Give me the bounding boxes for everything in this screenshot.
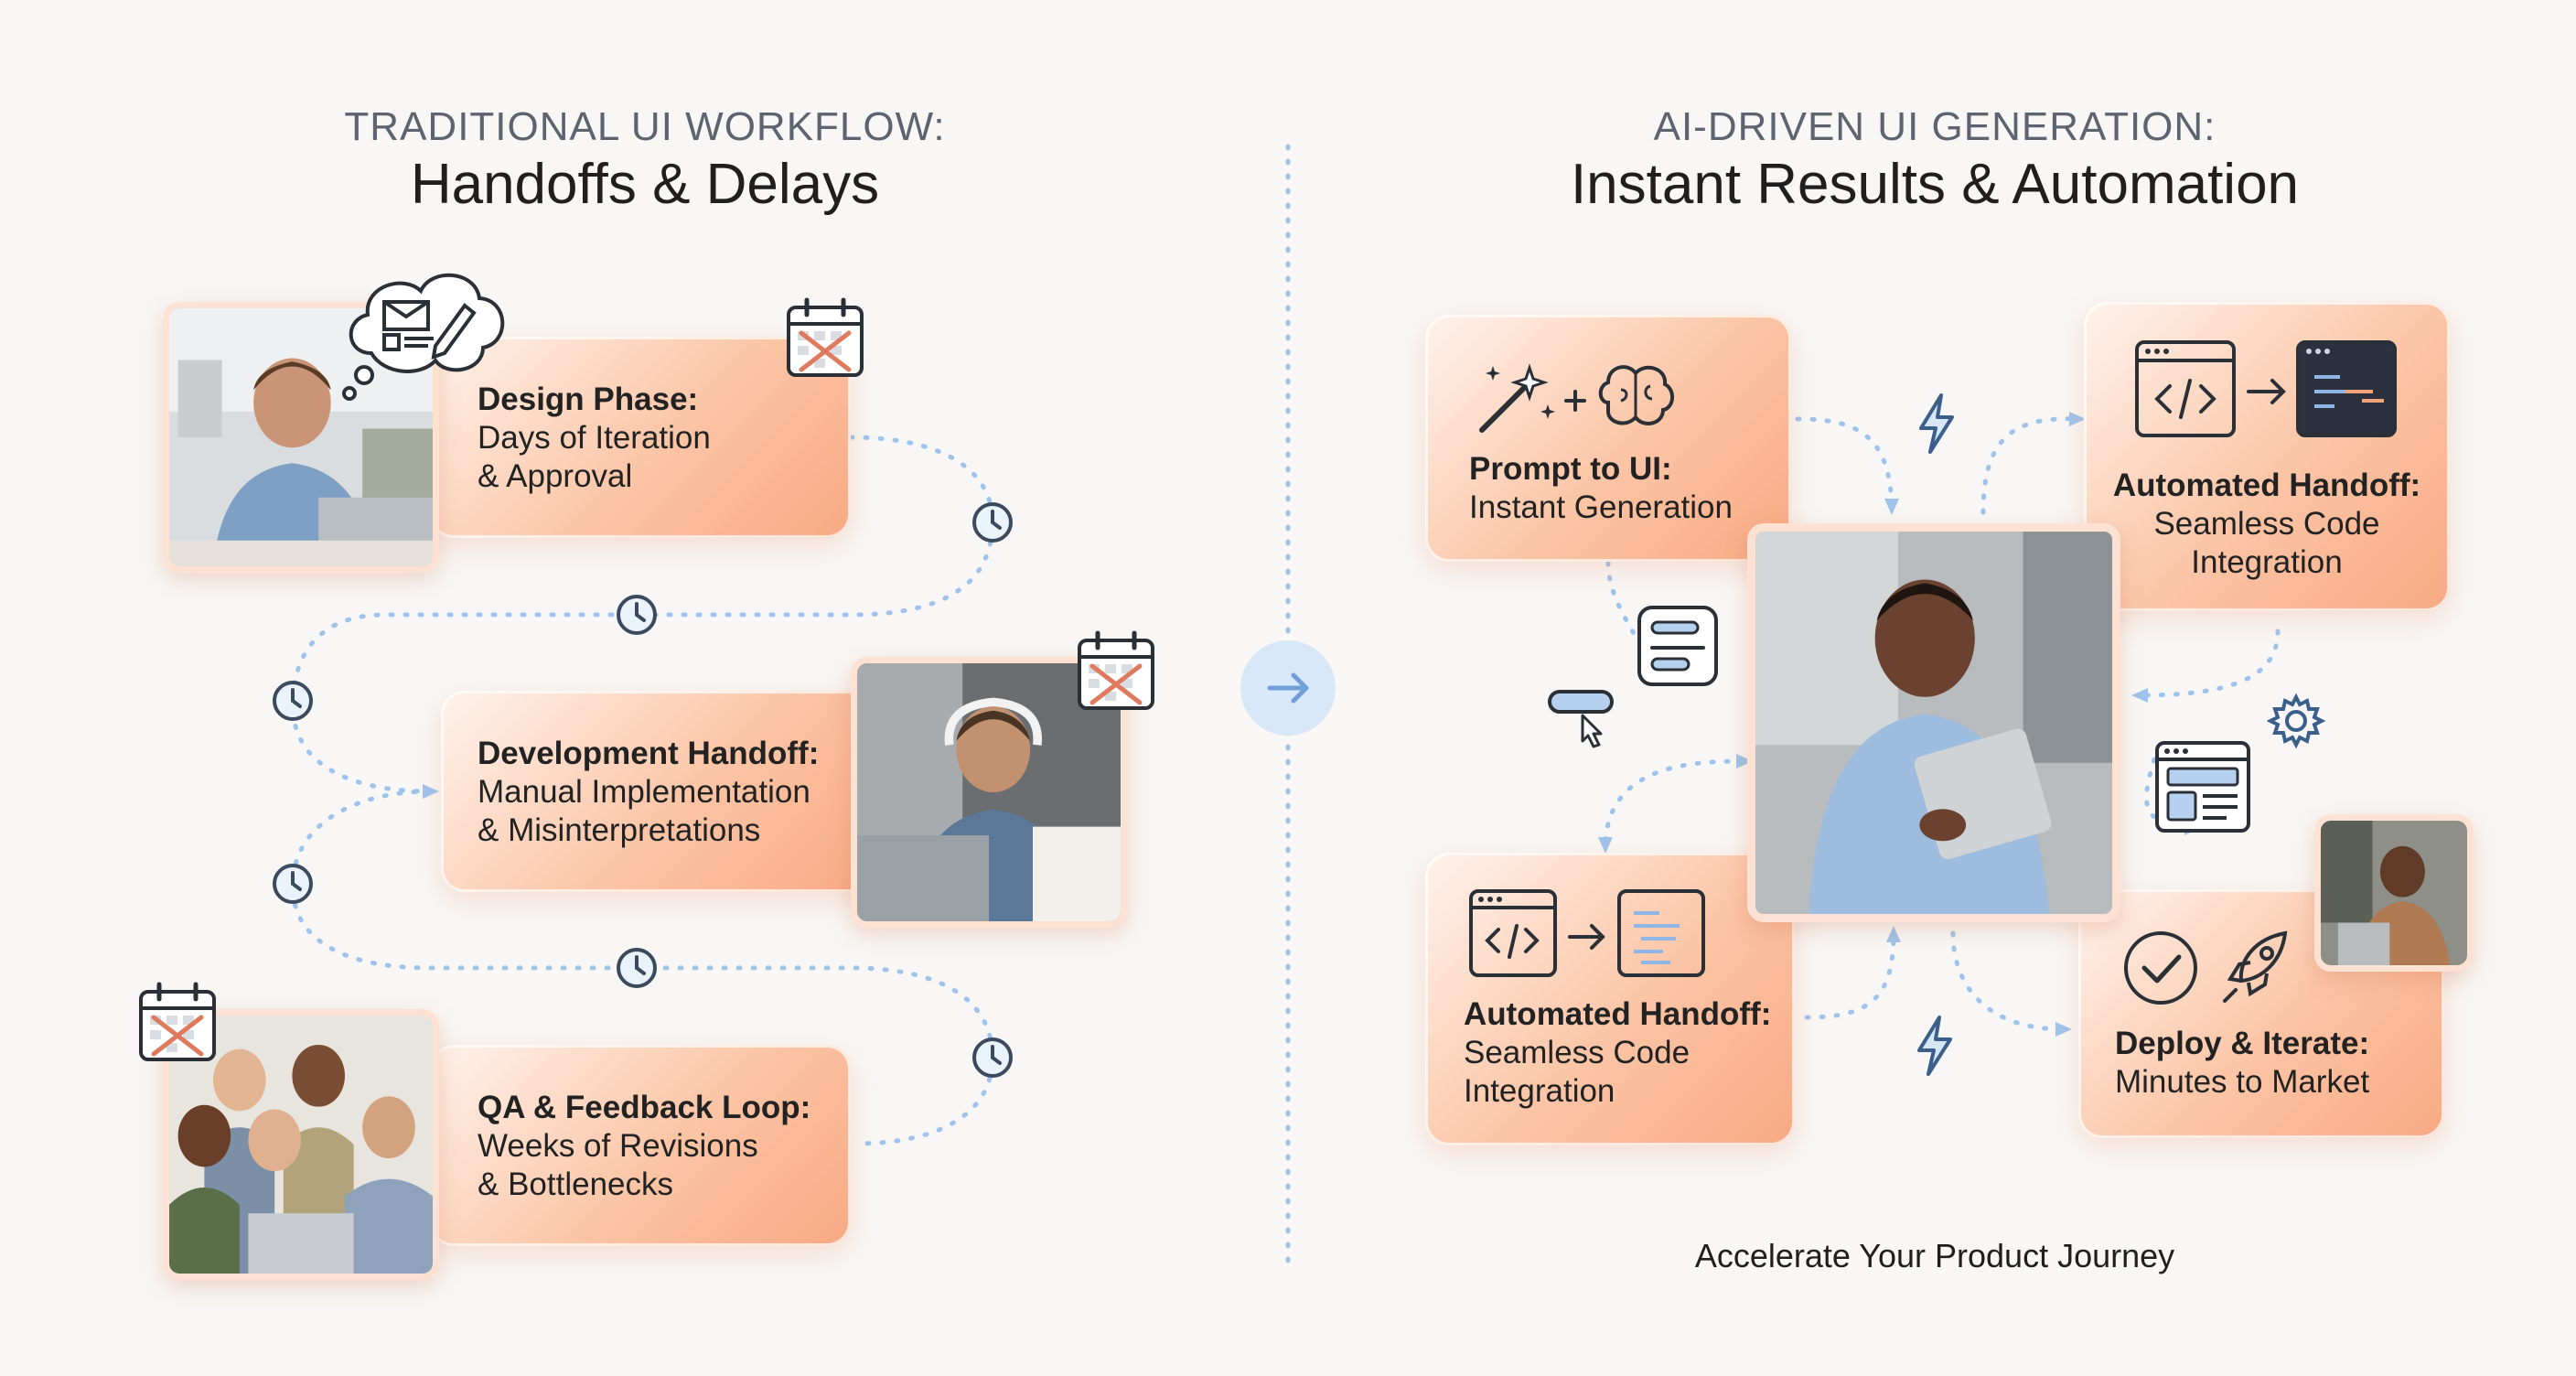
prompt-to-ui-card: Prompt to UI: Instant Generation bbox=[1425, 315, 1791, 562]
arrow-right-icon bbox=[1240, 640, 1336, 736]
card-line: Seamless Code bbox=[2153, 506, 2380, 542]
magic-wand-brain-icon bbox=[1479, 363, 1674, 433]
idea-bubble-icon bbox=[342, 273, 505, 401]
card-line: Instant Generation bbox=[1469, 489, 1733, 525]
card-line: Minutes to Market bbox=[2115, 1064, 2370, 1100]
calendar-cross-icon bbox=[1078, 630, 1154, 710]
card-line: Seamless Code bbox=[1464, 1035, 1690, 1070]
right-subtitle: AI-DRIVEN UI GENERATION: bbox=[1653, 104, 2216, 149]
deploy-user-photo bbox=[2314, 814, 2474, 972]
clock-icon bbox=[972, 502, 1013, 543]
qa-feedback-card: QA & Feedback Loop: Weeks of Revisions &… bbox=[430, 1045, 851, 1246]
card-line: & Misinterpretations bbox=[478, 812, 761, 848]
developer-photo bbox=[851, 657, 1127, 928]
card-title: Automated Handoff: bbox=[2112, 468, 2421, 503]
layout-list-icon bbox=[1637, 606, 1718, 686]
ai-user-tablet-photo bbox=[1747, 523, 2120, 922]
designer-photo bbox=[163, 302, 439, 573]
card-line: Manual Implementation bbox=[478, 774, 810, 810]
automated-handoff-card-bottom: Automated Handoff: Seamless Code Integra… bbox=[1425, 853, 1795, 1145]
card-line: & Bottlenecks bbox=[478, 1166, 673, 1202]
card-title: Deploy & Iterate: bbox=[2115, 1026, 2370, 1061]
design-phase-card: Design Phase: Days of Iteration & Approv… bbox=[430, 337, 851, 538]
clock-icon bbox=[617, 595, 657, 635]
card-title: Automated Handoff: bbox=[1464, 996, 1772, 1032]
clock-icon bbox=[972, 1037, 1013, 1078]
card-line: Integration bbox=[2191, 544, 2343, 580]
pointer-click-icon bbox=[1548, 690, 1614, 748]
card-title: Development Handoff: bbox=[478, 736, 820, 771]
card-line: Weeks of Revisions bbox=[478, 1128, 758, 1164]
automated-handoff-card-top: Automated Handoff: Seamless Code Integra… bbox=[2084, 302, 2450, 611]
card-title: Design Phase: bbox=[478, 382, 699, 417]
browser-layout-icon bbox=[2155, 741, 2250, 833]
card-line: Days of Iteration bbox=[478, 420, 711, 456]
code-window-icon bbox=[1469, 889, 1705, 977]
left-subtitle: TRADITIONAL UI WORKFLOW: bbox=[344, 104, 946, 149]
gear-icon bbox=[2267, 693, 2325, 749]
clock-icon bbox=[617, 948, 657, 988]
lightning-icon bbox=[1919, 393, 1954, 454]
clock-icon bbox=[273, 681, 313, 721]
team-meeting-photo bbox=[163, 1009, 439, 1280]
check-rocket-icon bbox=[2124, 930, 2288, 1005]
card-title: QA & Feedback Loop: bbox=[478, 1090, 811, 1125]
tagline: Accelerate Your Product Journey bbox=[1694, 1237, 2175, 1274]
calendar-cross-icon bbox=[139, 982, 216, 1061]
calendar-cross-icon bbox=[787, 297, 864, 377]
lightning-icon bbox=[1917, 1016, 1952, 1076]
code-window-icon bbox=[2135, 340, 2397, 437]
right-title: Instant Results & Automation bbox=[1570, 153, 2300, 216]
card-title: Prompt to UI: bbox=[1469, 451, 1672, 487]
card-line: & Approval bbox=[478, 458, 633, 494]
development-handoff-card: Development Handoff: Manual Implementati… bbox=[441, 691, 880, 892]
clock-icon bbox=[273, 864, 313, 904]
card-line: Integration bbox=[1464, 1073, 1615, 1109]
left-title: Handoffs & Delays bbox=[410, 153, 880, 216]
